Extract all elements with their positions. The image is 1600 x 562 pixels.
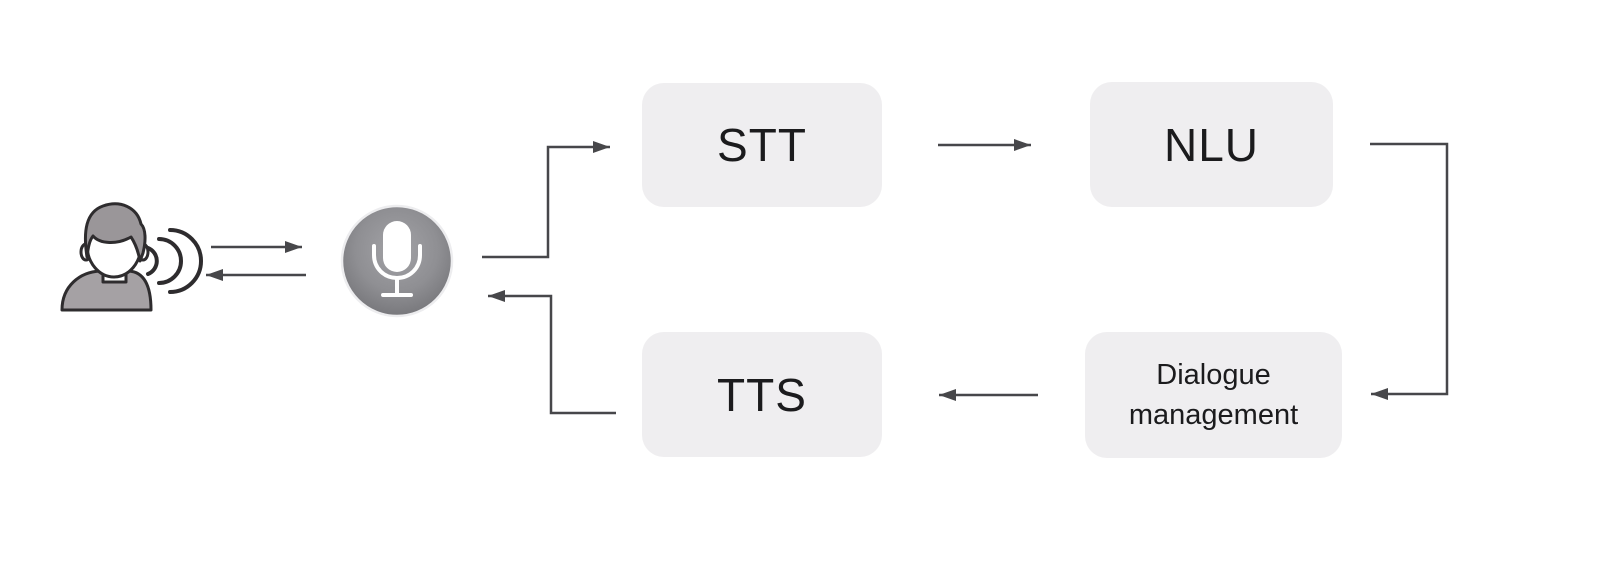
node-nlu-label: NLU bbox=[1163, 118, 1260, 171]
node-dialogue-management-label-line1: Dialogue bbox=[1156, 359, 1271, 391]
node-tts: TTS bbox=[642, 332, 882, 457]
user-icon bbox=[60, 202, 153, 312]
microphone-capsule bbox=[383, 221, 411, 272]
node-nlu: NLU bbox=[1090, 82, 1333, 207]
sound-waves-icon bbox=[146, 228, 203, 294]
user-hair bbox=[83, 202, 147, 263]
node-stt-label: STT bbox=[717, 119, 807, 171]
node-tts-label: TTS bbox=[717, 368, 807, 421]
node-dialogue-management: Dialogue management bbox=[1085, 332, 1342, 458]
connector-tts-to-mic bbox=[488, 290, 616, 415]
node-dialogue-management-label-line2: management bbox=[1128, 399, 1299, 431]
connector-nlu-to-dialogue bbox=[1370, 142, 1449, 400]
node-stt: STT bbox=[642, 83, 882, 207]
microphone-icon bbox=[340, 204, 454, 318]
connector-mic-to-stt bbox=[482, 141, 610, 259]
